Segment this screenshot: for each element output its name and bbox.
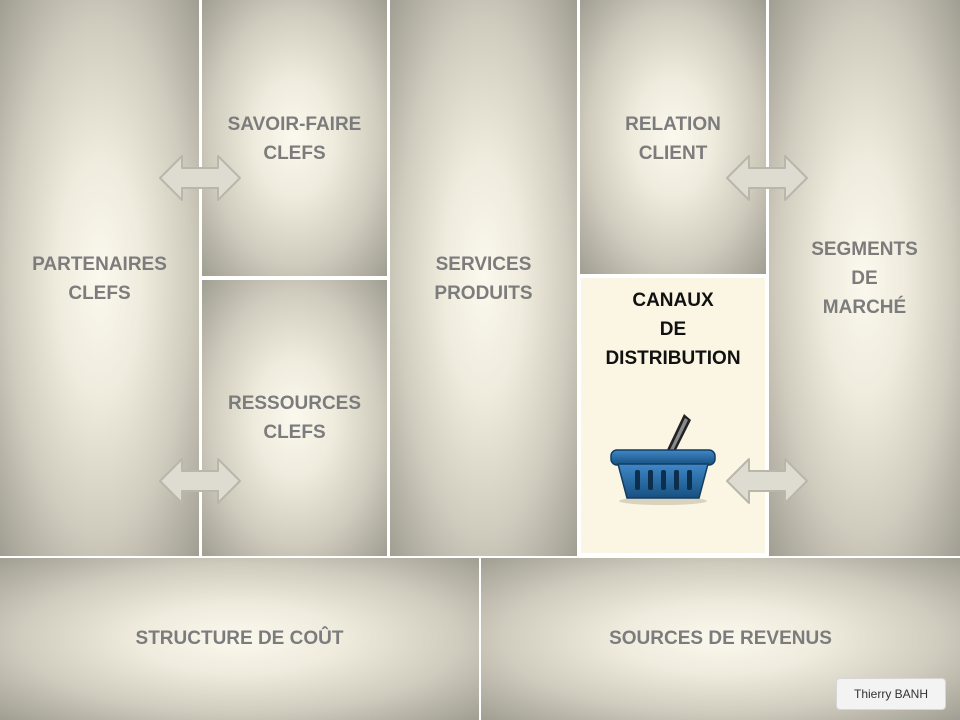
block-savoir-faire-clefs: SAVOIR-FAIRE CLEFS xyxy=(202,0,387,276)
label-savoir-faire-clefs: SAVOIR-FAIRE CLEFS xyxy=(227,114,362,164)
block-partenaires-clefs: PARTENAIRES CLEFS xyxy=(0,0,199,556)
double-arrow-icon xyxy=(725,455,809,507)
label-ressources-clefs: RESSOURCES CLEFS xyxy=(227,393,362,443)
label-segments-marche: SEGMENTS DE MARCHÉ xyxy=(811,239,918,318)
block-relation-client: RELATION CLIENT xyxy=(580,0,766,274)
shopping-basket-icon xyxy=(610,414,716,505)
author-label: Thierry BANH xyxy=(836,678,946,710)
label-relation-client: RELATION CLIENT xyxy=(625,114,721,164)
label-canaux-distribution: CANAUX DE DISTRIBUTION xyxy=(605,290,741,369)
double-arrow-icon xyxy=(158,152,242,204)
double-arrow-icon xyxy=(725,152,809,204)
double-arrow-icon xyxy=(158,455,242,507)
block-services-produits: SERVICES PRODUITS xyxy=(390,0,577,556)
block-canaux-distribution: CANAUX DE DISTRIBUTION xyxy=(577,274,769,557)
label-structure-cout: STRUCTURE DE COÛT xyxy=(135,628,344,649)
label-services-produits: SERVICES PRODUITS xyxy=(434,254,533,304)
block-structure-cout: STRUCTURE DE COÛT xyxy=(0,558,479,720)
label-sources-revenus: SOURCES DE REVENUS xyxy=(609,628,832,649)
block-ressources-clefs: RESSOURCES CLEFS xyxy=(202,280,387,556)
block-segments-marche: SEGMENTS DE MARCHÉ xyxy=(769,0,960,556)
label-partenaires-clefs: PARTENAIRES CLEFS xyxy=(32,254,167,304)
